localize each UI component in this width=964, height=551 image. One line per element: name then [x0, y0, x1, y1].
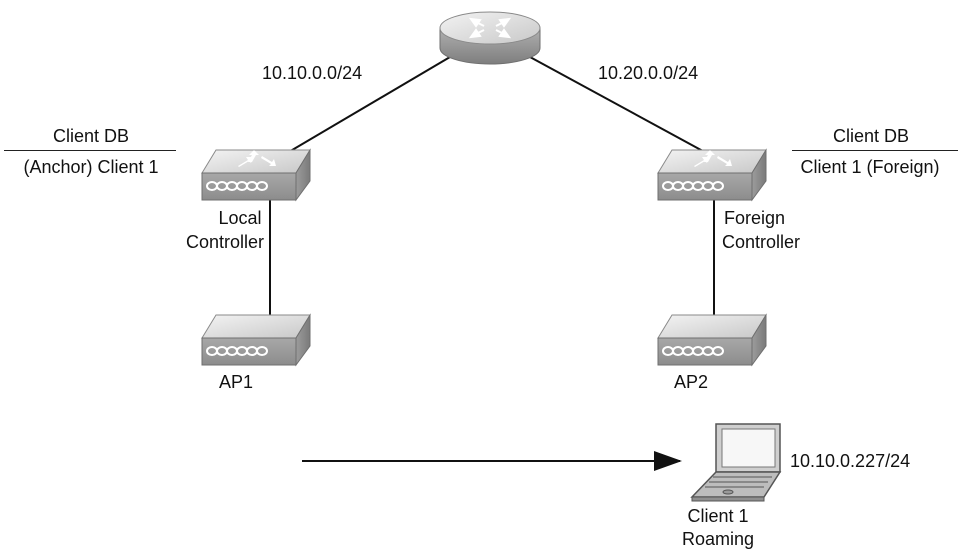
- ap2-icon: [657, 313, 767, 367]
- ap1-label: AP1: [219, 372, 254, 392]
- ap1-icon: [201, 313, 311, 367]
- laptop-icon: [690, 423, 782, 502]
- foreign-controller-label-line2: Controller: [722, 232, 801, 252]
- left-subnet-label: 10.10.0.0/24: [262, 63, 363, 83]
- link-router-local: [281, 56, 451, 157]
- ap2-label: AP2: [674, 372, 709, 392]
- link-router-foreign: [529, 56, 713, 157]
- left-client-db-divider: [4, 150, 176, 151]
- local-controller-label-line1: Local: [218, 208, 262, 228]
- right-client-db-title: Client DB: [832, 126, 910, 146]
- client-ip-label: 10.10.0.227/24: [790, 451, 911, 471]
- right-client-db-entry: Client 1 (Foreign): [800, 157, 940, 177]
- foreign-controller-icon: [657, 148, 767, 202]
- client-status-label: Roaming: [681, 529, 755, 549]
- right-client-db-divider: [792, 150, 958, 151]
- left-client-db-title: Client DB: [52, 126, 130, 146]
- client-name-label: Client 1: [687, 506, 749, 526]
- left-client-db-entry: (Anchor) Client 1: [23, 157, 159, 177]
- local-controller-icon: [201, 148, 311, 202]
- right-subnet-label: 10.20.0.0/24: [598, 63, 699, 83]
- router-icon: [439, 11, 541, 65]
- foreign-controller-label-line1: Foreign: [724, 208, 786, 228]
- local-controller-label-line2: Controller: [185, 232, 265, 252]
